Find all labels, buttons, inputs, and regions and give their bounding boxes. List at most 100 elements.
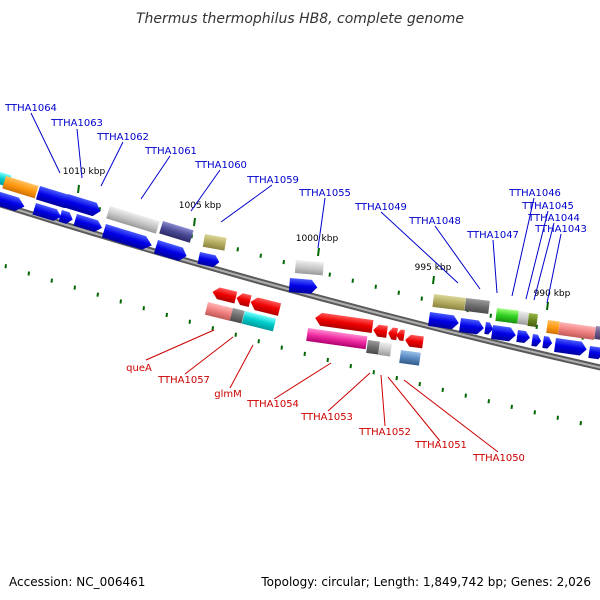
gene-label-tta1063: TTHA1063 xyxy=(50,118,103,129)
gene-label-tta1062: TTHA1062 xyxy=(96,132,149,143)
minor-tick xyxy=(397,290,400,295)
gene-arrow xyxy=(0,190,25,211)
leader-line xyxy=(434,225,481,290)
gene-arrow xyxy=(35,186,73,209)
gene-label-tta1064: TTHA1064 xyxy=(4,103,57,114)
gene-arrow xyxy=(101,224,152,250)
forward-strand-features xyxy=(0,172,600,360)
leader-line xyxy=(511,197,535,297)
tick-label-1005: 1005 kbp xyxy=(179,201,222,211)
gene-arrow xyxy=(588,346,600,360)
leader-line xyxy=(184,336,234,375)
map-title: Thermus thermophilus HB8, complete genom… xyxy=(136,11,464,27)
gene-arrow xyxy=(288,278,318,294)
gene-label-tta1044: TTHA1044 xyxy=(527,213,580,224)
gene-arrow xyxy=(197,252,220,268)
gene-block xyxy=(241,311,277,332)
gene-arrow xyxy=(516,330,531,343)
gene-block xyxy=(432,294,466,311)
gene-label-glmm: glmM xyxy=(214,389,242,400)
gene-label-tta1060: TTHA1060 xyxy=(194,160,247,171)
minor-tick xyxy=(303,351,306,356)
reverse-gene-labels xyxy=(145,329,499,453)
gene-label-tta1046: TTHA1046 xyxy=(508,188,561,199)
minor-tick xyxy=(27,271,30,276)
gene-arrow xyxy=(250,297,282,316)
minor-tick xyxy=(165,312,168,318)
gene-label-tta1043: TTHA1043 xyxy=(534,224,587,235)
gene-block xyxy=(2,176,39,199)
gene-block xyxy=(202,234,227,251)
leader-line xyxy=(525,210,549,300)
accession-text: Accession: NC_006461 xyxy=(9,575,145,589)
gene-block xyxy=(106,206,160,234)
gene-block xyxy=(558,322,596,340)
minor-tick xyxy=(372,370,375,375)
gene-label-tta1053: TTHA1053 xyxy=(300,412,353,423)
gene-block xyxy=(527,313,538,327)
gene-arrow xyxy=(236,293,252,308)
gene-arrow xyxy=(58,210,73,224)
gene-block xyxy=(517,311,529,326)
gene-label-tta1045: TTHA1045 xyxy=(521,201,574,212)
gene-arrow xyxy=(73,214,103,232)
reverse-strand-features xyxy=(204,287,600,366)
leader-line xyxy=(30,112,61,174)
gene-block xyxy=(495,308,519,324)
gene-arrow xyxy=(484,322,494,335)
minor-tick xyxy=(395,376,398,381)
gene-block xyxy=(229,308,245,324)
gene-block xyxy=(306,328,368,350)
minor-tick xyxy=(328,272,331,277)
tick-mark xyxy=(317,247,320,257)
leader-line xyxy=(145,329,215,361)
gene-arrow xyxy=(396,329,405,342)
gene-block xyxy=(546,320,560,335)
tick-mark xyxy=(193,217,196,227)
minor-tick xyxy=(464,393,467,398)
minor-tick xyxy=(489,313,492,318)
gene-block xyxy=(204,302,234,321)
forward-gene-label-texts: TTHA1064 TTHA1063 TTHA1062 TTHA1061 TTHA… xyxy=(4,103,587,241)
leader-line xyxy=(387,376,441,442)
minor-tick xyxy=(556,415,559,420)
minor-tick xyxy=(259,253,262,258)
minor-tick xyxy=(349,364,352,369)
gene-label-tta1049: TTHA1049 xyxy=(354,202,407,213)
minor-tick xyxy=(96,292,99,297)
minor-tick xyxy=(142,306,145,311)
leader-line xyxy=(140,155,171,200)
minor-tick xyxy=(418,381,421,387)
leader-line xyxy=(76,128,83,179)
gene-block xyxy=(464,298,490,314)
leader-line xyxy=(546,233,562,304)
gene-label-tta1055: TTHA1055 xyxy=(298,188,351,199)
reverse-gene-label-texts: queA TTHA1057 glmM TTHA1054 TTHA1053 TTH… xyxy=(126,363,525,464)
minor-tick xyxy=(326,357,329,363)
leader-line xyxy=(533,222,555,301)
leader-line xyxy=(317,197,326,249)
gene-arrow xyxy=(153,240,187,261)
gene-block xyxy=(294,260,324,276)
minor-tick xyxy=(579,420,582,426)
minor-tick xyxy=(533,410,536,415)
minor-tick xyxy=(280,345,283,350)
minor-tick xyxy=(510,404,513,409)
gene-arrow xyxy=(428,312,459,330)
gene-arrow xyxy=(32,203,62,221)
leader-line xyxy=(220,184,273,223)
gene-label-tta1051: TTHA1051 xyxy=(414,440,467,451)
gene-label-tta1047: TTHA1047 xyxy=(466,230,519,241)
tick-label-1010: 1010 kbp xyxy=(63,167,106,177)
minor-tick xyxy=(188,319,191,324)
tick-label-1000: 1000 kbp xyxy=(296,234,339,244)
gene-label-tta1061: TTHA1061 xyxy=(144,146,197,157)
kbp-ticks: 1010 kbp 1005 kbp 1000 kbp 995 kbp 990 k… xyxy=(63,167,571,311)
tick-mark xyxy=(432,275,435,285)
genome-stats-text: Topology: circular; Length: 1,849,742 bp… xyxy=(260,575,591,589)
minor-tick xyxy=(50,278,53,283)
leader-line xyxy=(273,362,332,400)
gene-block xyxy=(399,350,421,366)
leader-line xyxy=(380,374,386,427)
